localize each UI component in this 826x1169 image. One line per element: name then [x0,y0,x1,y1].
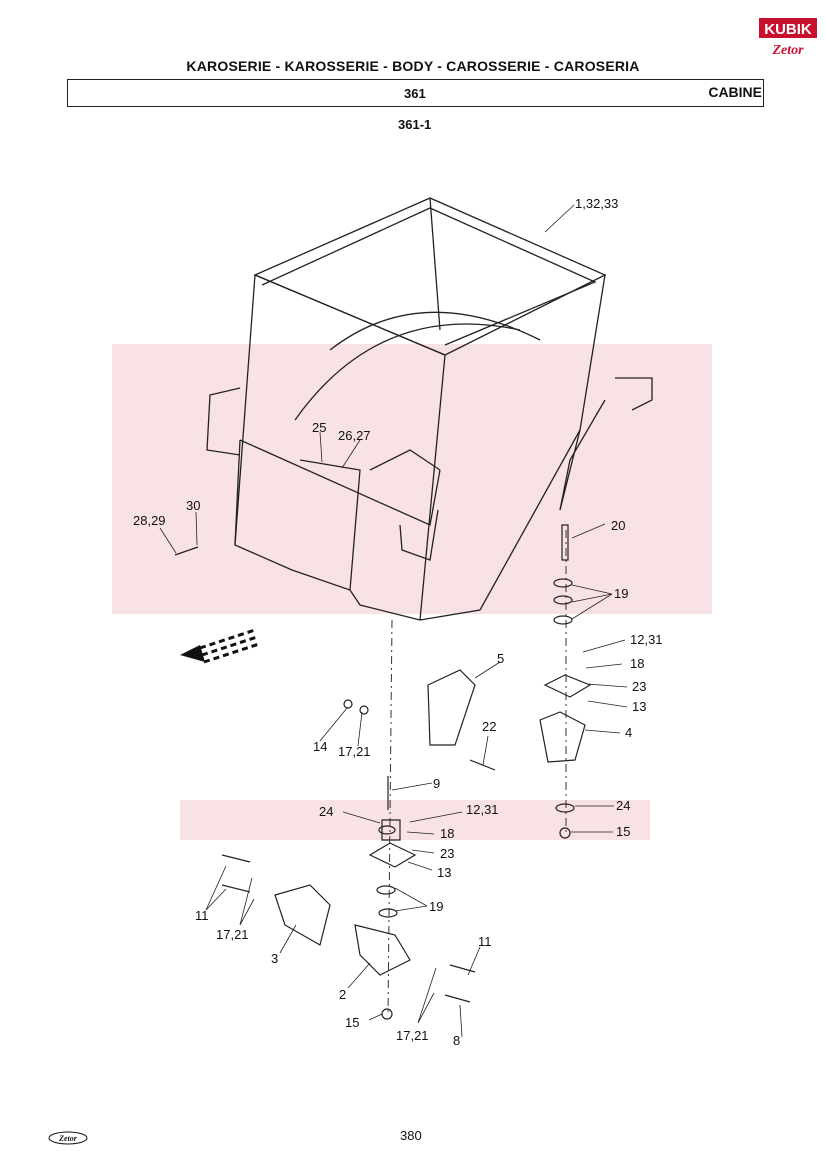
callout-label: 18 [440,826,454,841]
callout-label: 2 [339,987,346,1002]
callout-label: 3 [271,951,278,966]
direction-arrow-icon [180,628,260,664]
callout-label: 23 [440,846,454,861]
page-number: 380 [400,1128,422,1143]
zetor-logo: Zetor [48,1131,88,1145]
callout-label: 11 [195,908,209,923]
callout-label: 15 [616,824,630,839]
callout-label: 17,21 [396,1028,429,1043]
logo-text: KUBIK [764,21,812,38]
grab-handles [206,387,439,561]
mounting-parts [174,524,592,1020]
callout-label: 13 [437,865,451,880]
subsection-number: 361-1 [398,117,432,132]
footer-brand: Zetor [58,1134,78,1143]
callout-label: 22 [482,719,496,734]
callout-label: 9 [433,776,440,791]
callout-label: 19 [429,899,443,914]
callout-label: 12,31 [466,802,499,817]
callout-label: 24 [616,798,630,813]
watermark [112,344,712,840]
callout-leaders [159,204,628,1038]
callout-label: 1,32,33 [575,196,618,211]
callout-label: 19 [614,586,628,601]
callout-label: 20 [611,518,625,533]
callout-label: 24 [319,804,333,819]
callout-label: 25 [312,420,326,435]
callout-label: 8 [453,1033,460,1048]
callout-label: 17,21 [338,744,371,759]
section-box [67,79,764,107]
callout-label: 28,29 [133,513,166,528]
callout-label: 11 [478,934,492,949]
callout-label: 14 [313,739,327,754]
callout-label: 4 [625,725,632,740]
callout-label: 30 [186,498,200,513]
callout-label: 13 [632,699,646,714]
assembly-axis [387,619,393,1016]
page-title: KAROSERIE - KAROSSERIE - BODY - CAROSSER… [186,58,640,74]
section-name: CABINE [708,84,762,100]
callout-label: 12,31 [630,632,663,647]
kubik-logo: KUBIK Zetor [759,18,817,58]
callout-label: 18 [630,656,644,671]
cab-frame [234,197,653,621]
section-number: 361 [404,86,426,101]
callout-label: 23 [632,679,646,694]
callout-label: 5 [497,651,504,666]
logo-subtext: Zetor [771,43,804,58]
callout-label: 15 [345,1015,359,1030]
callout-label: 17,21 [216,927,249,942]
callout-label: 26,27 [338,428,371,443]
